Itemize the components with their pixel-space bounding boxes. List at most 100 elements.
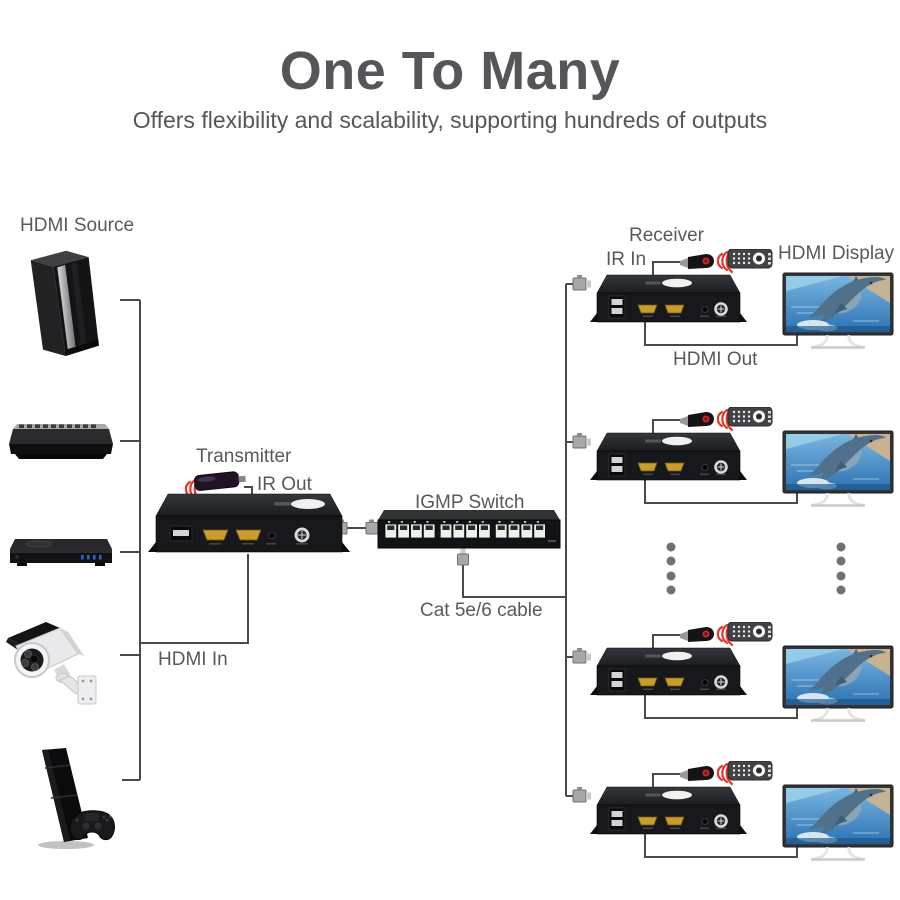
hdmi-display-tv xyxy=(782,272,894,349)
receiver-unit-2 xyxy=(558,407,900,533)
hdmi-port xyxy=(637,677,658,687)
hdmi-port xyxy=(664,304,685,314)
hdmi-port xyxy=(637,816,658,826)
cctv-camera-icon xyxy=(2,616,114,708)
dvd-player-icon xyxy=(5,536,117,572)
remote-control-icon xyxy=(727,407,773,427)
power-port xyxy=(714,675,728,689)
label-hdmi-out: HDMI Out xyxy=(673,349,758,370)
audio-jack-port xyxy=(701,818,709,825)
page-subtitle: Offers flexibility and scalability, supp… xyxy=(132,107,768,133)
remote-control-icon xyxy=(727,622,773,642)
receiver-unit-3 xyxy=(558,622,900,748)
remote-control-icon xyxy=(727,761,773,781)
ethernet-plug-icon xyxy=(572,275,591,291)
tv-screen xyxy=(786,276,890,332)
tv-screen xyxy=(786,649,890,705)
wire-hdmi-in xyxy=(140,554,249,644)
ir-emitter-icon xyxy=(193,471,246,491)
ethernet-plug-icon xyxy=(572,787,591,803)
receiver-box xyxy=(590,432,747,481)
receiver-box xyxy=(590,647,747,696)
label-ir-out: IR Out xyxy=(257,474,312,495)
hdmi-out-wire xyxy=(644,322,798,346)
receiver-unit-4 xyxy=(558,761,900,887)
power-port xyxy=(714,302,728,316)
brand-logo-oval xyxy=(662,651,692,661)
ir-receiver-icon xyxy=(680,766,714,781)
transmitter-box xyxy=(148,493,350,553)
power-port xyxy=(714,460,728,474)
set-top-box-icon xyxy=(5,420,117,462)
hdmi-port xyxy=(637,304,658,314)
label-igmp-switch: IGMP Switch xyxy=(415,492,525,513)
hdmi-out-wire xyxy=(644,480,798,504)
label-cat-cable: Cat 5e/6 cable xyxy=(420,600,543,621)
brand-logo-oval xyxy=(662,278,692,288)
power-port xyxy=(714,814,728,828)
brand-logo-oval xyxy=(662,790,692,800)
game-controller-icon xyxy=(69,810,115,841)
tv-stand xyxy=(811,846,865,861)
hdmi-port xyxy=(235,529,262,541)
ir-receiver-icon xyxy=(680,254,714,269)
hdmi-display-tv xyxy=(782,645,894,722)
usb-ports xyxy=(608,295,626,319)
audio-jack-port xyxy=(701,306,709,313)
hdmi-port xyxy=(664,677,685,687)
receiver-box xyxy=(590,786,747,835)
tv-screen xyxy=(786,434,890,490)
wire-ir-out xyxy=(244,486,253,496)
tv-stand xyxy=(811,334,865,349)
brand-logo-oval xyxy=(662,436,692,446)
usb-port xyxy=(169,525,193,542)
dolphin-art xyxy=(808,277,886,324)
label-hdmi-in: HDMI In xyxy=(158,649,228,670)
rj45-ports xyxy=(384,521,546,539)
usb-ports xyxy=(608,668,626,692)
ir-receiver-icon xyxy=(680,412,714,427)
label-hdmi-source: HDMI Source xyxy=(20,215,135,236)
power-port xyxy=(294,527,310,543)
tv-stand xyxy=(811,492,865,507)
label-hdmi-display: HDMI Display xyxy=(778,243,895,264)
remote-control-icon xyxy=(727,249,773,269)
brand-logo-oval xyxy=(291,499,325,509)
hdmi-port xyxy=(637,462,658,472)
hdmi-port xyxy=(664,462,685,472)
tv-screen xyxy=(786,788,890,844)
usb-ports xyxy=(608,807,626,831)
hdmi-display-tv xyxy=(782,430,894,507)
ethernet-plug-icon xyxy=(572,433,591,449)
dolphin-art xyxy=(808,789,886,836)
receiver-box xyxy=(590,274,747,323)
dolphin-art xyxy=(808,435,886,482)
dolphin-art xyxy=(808,650,886,697)
igmp-switch-unit xyxy=(372,506,564,568)
audio-jack-port xyxy=(701,464,709,471)
hdmi-display-tv xyxy=(782,784,894,861)
hdmi-out-wire xyxy=(644,834,798,858)
page-title: One To Many xyxy=(279,41,621,101)
audio-jack-port xyxy=(701,679,709,686)
ir-in-wire xyxy=(652,773,680,787)
hdmi-port xyxy=(664,816,685,826)
wire-cat-cable xyxy=(462,565,566,598)
ir-in-wire xyxy=(652,634,680,648)
ir-in-wire xyxy=(652,419,680,433)
label-receiver: Receiver xyxy=(629,225,704,246)
receiver-unit-1 xyxy=(558,249,900,375)
ethernet-plug-icon xyxy=(572,648,591,664)
switch-downlink-plug xyxy=(457,547,469,566)
transmitter-unit xyxy=(148,470,360,562)
audio-jack-port xyxy=(268,531,276,540)
pc-tower-icon xyxy=(18,246,110,364)
tv-stand xyxy=(811,707,865,722)
label-transmitter: Transmitter xyxy=(196,446,292,467)
label-ir-in: IR In xyxy=(606,249,647,270)
more-receivers-dots xyxy=(666,542,846,595)
ir-receiver-icon xyxy=(680,627,714,642)
hdmi-port xyxy=(202,529,229,541)
usb-ports xyxy=(608,453,626,477)
